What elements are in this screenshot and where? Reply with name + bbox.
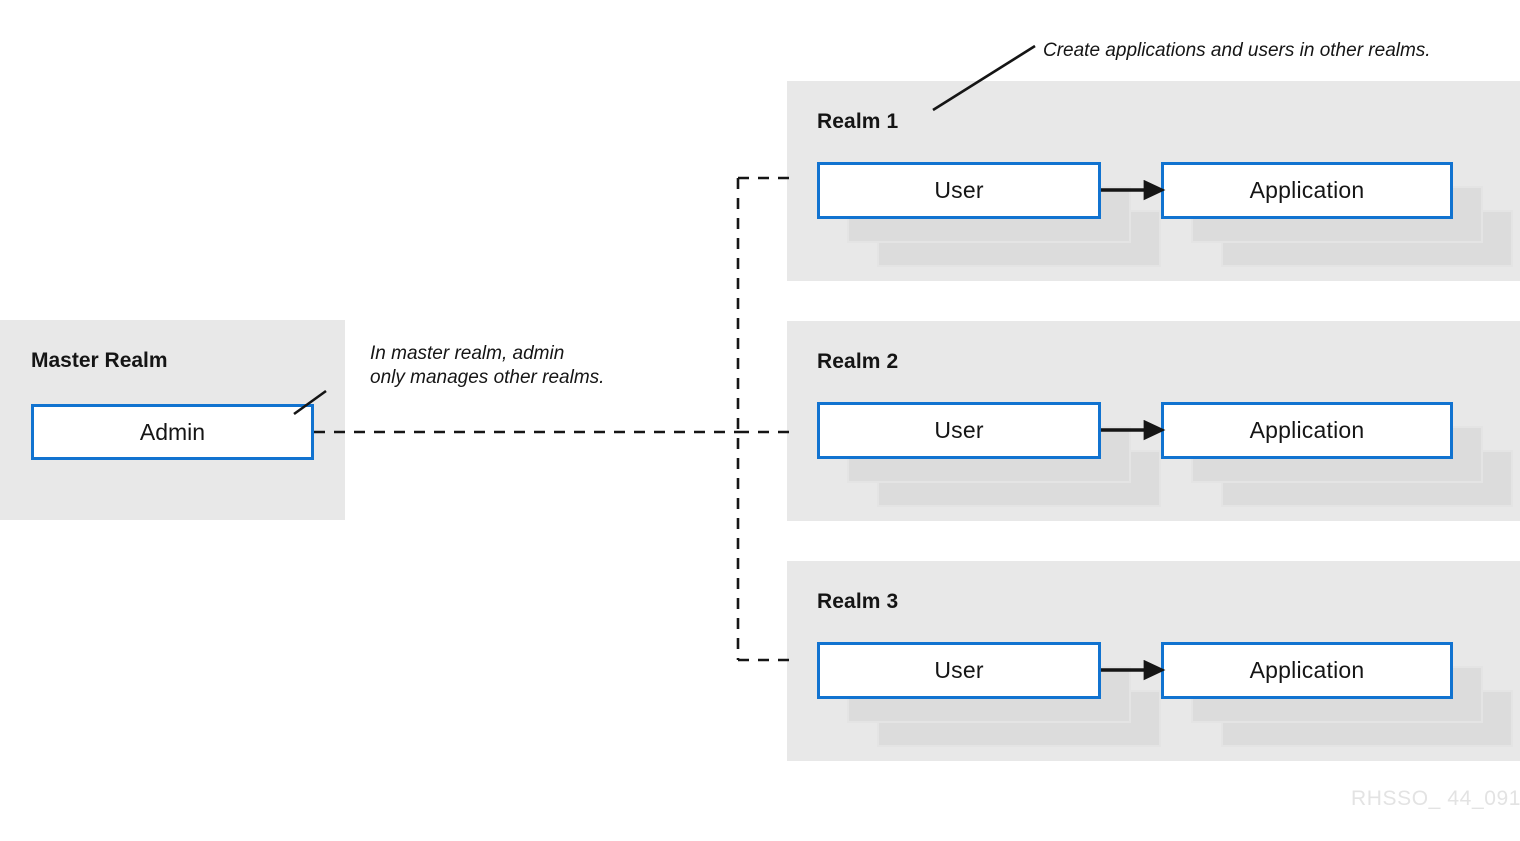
realm-2-title: Realm 2 <box>817 350 899 373</box>
realm-1-application-box[interactable]: Application <box>1161 162 1453 219</box>
realm-1-user-box[interactable]: User <box>817 162 1101 219</box>
master-realm-title: Master Realm <box>31 349 168 372</box>
realm-2-user-stack[interactable]: User <box>817 402 1161 507</box>
realm-1-user-label: User <box>934 177 984 203</box>
realm-2-application-label: Application <box>1249 417 1365 443</box>
realm-1-title: Realm 1 <box>817 110 899 133</box>
realm-3-application-label: Application <box>1249 657 1365 683</box>
realm-3-user-label: User <box>934 657 984 683</box>
realm-1-application-label: Application <box>1249 177 1365 203</box>
realm-3-user-stack[interactable]: User <box>817 642 1161 747</box>
realm-3-user-box[interactable]: User <box>817 642 1101 699</box>
realm-3-title: Realm 3 <box>817 590 899 613</box>
admin-box-label: Admin <box>139 418 206 445</box>
realm-1-user-stack[interactable]: User <box>817 162 1161 267</box>
watermark-label: RHSSO_ 44_0919 <box>1351 787 1520 810</box>
admin-box[interactable]: Admin <box>31 404 314 460</box>
realm-2-user-label: User <box>934 417 984 443</box>
annotation-realms-note: Create applications and users in other r… <box>1043 40 1431 61</box>
realm-3-application-box[interactable]: Application <box>1161 642 1453 699</box>
realm-2-application-stack[interactable]: Application <box>1161 402 1513 507</box>
annotation-master-note: In master realm, admin only manages othe… <box>370 343 605 389</box>
realm-3-application-stack[interactable]: Application <box>1161 642 1513 747</box>
realm-1-application-stack[interactable]: Application <box>1161 162 1513 267</box>
realm-2-application-box[interactable]: Application <box>1161 402 1453 459</box>
realm-2-user-box[interactable]: User <box>817 402 1101 459</box>
